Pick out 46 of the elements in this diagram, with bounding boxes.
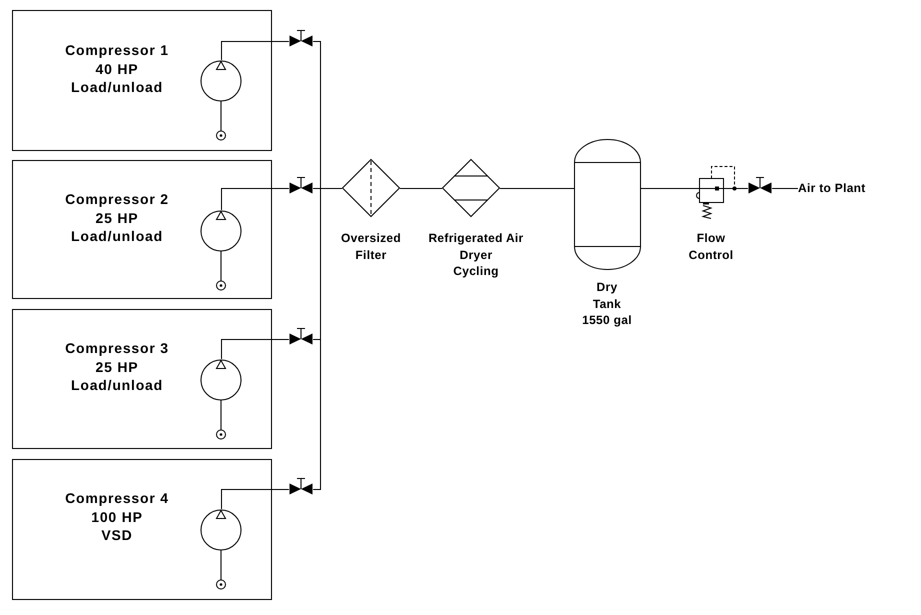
compressor-box <box>12 160 272 299</box>
pipe-line <box>221 188 290 210</box>
control-mode: Load/unload <box>70 227 163 246</box>
compressor-symbol <box>200 60 242 141</box>
control-mode: Load/unload <box>70 78 163 96</box>
compressor-symbol <box>200 210 242 291</box>
valve-symbol <box>289 29 313 47</box>
pipe-line <box>221 489 290 510</box>
outlet-label: Air to Plant <box>798 180 866 196</box>
compressor-symbol <box>200 509 242 590</box>
pipe-line <box>221 339 290 360</box>
power-rating: 100 HP <box>91 508 143 526</box>
pipe-line <box>312 188 342 490</box>
equipment-label: Flow Control <box>688 230 734 263</box>
power-rating: 25 HP <box>96 208 138 227</box>
compressor-name: Compressor 3 <box>65 339 169 358</box>
equipment-label: Dry Tank <box>592 279 622 312</box>
compressor-name: Compressor 1 <box>65 41 169 60</box>
equipment-label: Oversized Filter <box>340 230 402 263</box>
pipe-line <box>500 188 574 189</box>
capacity-label: 1550 gal <box>582 312 632 328</box>
pipe-line <box>400 188 442 189</box>
filter-symbol <box>342 159 400 217</box>
compressor-symbol <box>200 359 242 440</box>
pipe-line <box>221 41 290 60</box>
equipment-label: Refrigerated Air Dryer <box>427 230 525 263</box>
dryer-symbol <box>442 159 500 217</box>
valve-symbol <box>289 327 313 345</box>
pipe-line <box>640 188 694 189</box>
valve-symbol <box>289 176 313 194</box>
compressor-name: Compressor 4 <box>65 489 169 508</box>
pipe-line <box>738 188 748 189</box>
control-mode: Cycling <box>453 263 499 280</box>
compressor-name: Compressor 2 <box>65 190 169 208</box>
pipe-line <box>772 188 798 189</box>
power-rating: 25 HP <box>96 358 138 376</box>
compressor-box <box>12 459 272 600</box>
control-mode: VSD <box>101 526 133 544</box>
control-mode: Load/unload <box>70 376 163 394</box>
compressor-box <box>12 10 272 151</box>
valve-symbol <box>289 477 313 495</box>
regulator-symbol <box>694 164 738 220</box>
valve-symbol <box>748 176 772 194</box>
tank-symbol <box>574 139 641 270</box>
power-rating: 40 HP <box>96 60 138 78</box>
compressor-box <box>12 309 272 449</box>
